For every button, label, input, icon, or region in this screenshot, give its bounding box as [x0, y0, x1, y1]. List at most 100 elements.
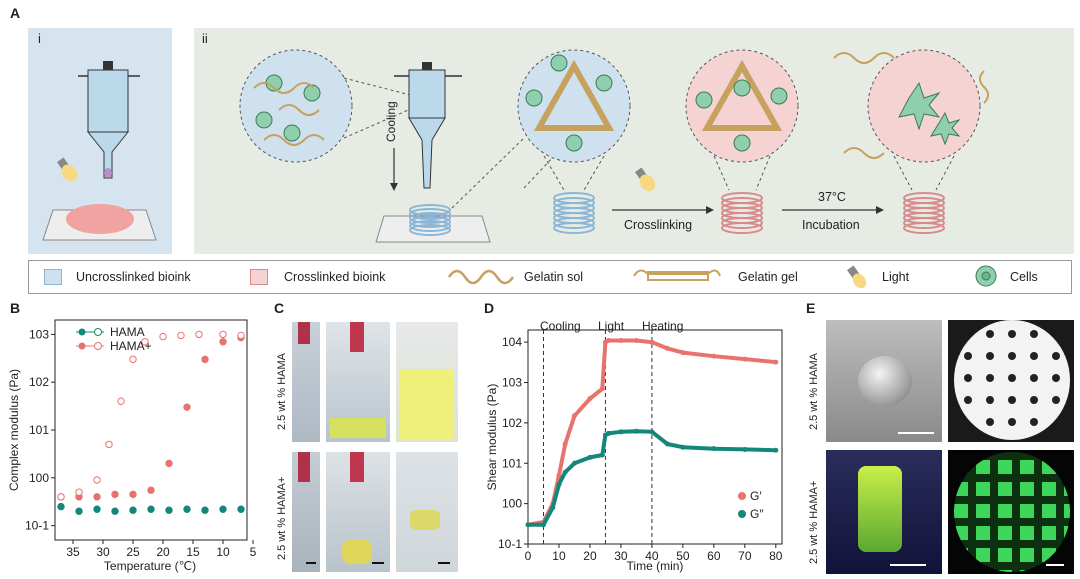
- photo-e1-droplet: [858, 356, 912, 406]
- data-point: [680, 444, 686, 450]
- data-point: [571, 460, 577, 466]
- scale-bar: [1046, 564, 1064, 566]
- photo-c3-liquid: [400, 370, 454, 440]
- grid-dot: [964, 374, 972, 382]
- x-tick-label: 25: [126, 545, 140, 559]
- data-point: [633, 337, 639, 343]
- data-point: [147, 486, 155, 494]
- y-tick-label: 10-1: [498, 537, 522, 551]
- panel-a-label: A: [10, 5, 21, 21]
- x-tick-label: 0: [525, 549, 532, 563]
- panel-d-ylabel: Shear modulus (Pa): [485, 384, 499, 491]
- legend-hama-plus-open-marker: [94, 342, 102, 350]
- grid-dot: [986, 418, 994, 426]
- y-tick-label: 100: [29, 471, 49, 485]
- data-point: [105, 440, 113, 449]
- panel-c-row1-label: 2.5 wt % HAMA: [276, 352, 288, 430]
- data-point: [165, 506, 173, 514]
- data-point: [93, 505, 101, 513]
- data-point: [540, 522, 546, 528]
- y-tick-label: 102: [502, 416, 522, 430]
- data-point: [57, 502, 65, 511]
- data-point: [237, 331, 245, 340]
- data-point: [117, 397, 125, 405]
- y-tick-label: 103: [502, 376, 522, 390]
- grid-dot: [1030, 418, 1038, 426]
- grid-dot: [1008, 330, 1016, 338]
- legend-uncrosslinked: Uncrosslinked bioink: [76, 270, 191, 284]
- temperature-label: 37°C: [818, 190, 846, 204]
- data-point: [711, 446, 717, 452]
- printing-illustration-i: [42, 61, 157, 241]
- incubation-label: Incubation: [802, 218, 860, 232]
- legend-crosslinked: Crosslinked bioink: [284, 270, 386, 284]
- data-point: [742, 356, 748, 362]
- data-point: [711, 353, 717, 359]
- legend-light: Light: [882, 270, 910, 284]
- data-point: [57, 493, 65, 501]
- scale-bar: [438, 562, 450, 564]
- data-point: [550, 505, 556, 511]
- grid-dot: [986, 396, 994, 404]
- data-point: [219, 330, 227, 339]
- data-point: [195, 330, 203, 339]
- cooling-label: Cooling: [384, 101, 398, 142]
- x-tick-label: 20: [583, 549, 597, 563]
- grid-dot: [1008, 352, 1016, 360]
- data-point: [606, 337, 612, 343]
- y-tick-label: 100: [502, 497, 522, 511]
- data-point: [75, 507, 83, 515]
- data-point: [599, 386, 605, 392]
- grid-dot: [1030, 352, 1038, 360]
- data-point: [649, 339, 655, 345]
- grid-dot: [964, 352, 972, 360]
- data-point: [159, 332, 167, 341]
- photo-c1-needle: [298, 322, 310, 344]
- y-tick-label: 101: [502, 456, 522, 470]
- x-tick-label: 30: [96, 545, 110, 559]
- photo-e3-construct: [858, 466, 902, 552]
- legend-gelatin-sol: Gelatin sol: [524, 270, 584, 284]
- crosslinking-label: Crosslinking: [624, 218, 693, 232]
- data-point: [129, 490, 137, 499]
- data-point: [201, 355, 209, 364]
- light-icon: [56, 157, 78, 182]
- data-point: [147, 505, 155, 513]
- panel-e-dot-pattern: [964, 330, 1060, 426]
- photo-c2-liquid: [330, 418, 386, 438]
- grid-dot: [986, 330, 994, 338]
- data-point: [93, 493, 101, 501]
- y-tick-label: 104: [502, 335, 522, 349]
- grid-dot: [1030, 396, 1038, 404]
- scale-bar: [898, 432, 934, 434]
- cell-icon: [975, 265, 997, 287]
- panel-d-xlabel: Time (min): [627, 559, 684, 573]
- panel-e-label: E: [806, 300, 816, 316]
- data-point: [141, 338, 149, 346]
- legend-hama-plus-filled-marker: [78, 342, 86, 350]
- x-tick-label: 60: [707, 549, 721, 563]
- data-point: [587, 396, 593, 402]
- data-point: [742, 446, 748, 452]
- phase-light: Light: [598, 319, 625, 333]
- data-point: [618, 337, 624, 343]
- data-point: [680, 350, 686, 356]
- data-point: [633, 428, 639, 434]
- y-tick-label: 10-1: [25, 519, 49, 533]
- x-tick-label: 35: [66, 545, 80, 559]
- grid-dot: [1030, 374, 1038, 382]
- photo-c6-liquid: [410, 510, 440, 530]
- gelatin-gel-icon: [633, 269, 721, 281]
- y-tick-label: 102: [29, 375, 49, 389]
- data-point: [562, 441, 568, 447]
- x-tick-label: 80: [769, 549, 783, 563]
- data-point: [201, 506, 209, 514]
- phase-heating: Heating: [642, 319, 683, 333]
- data-point: [649, 429, 655, 435]
- data-point: [129, 355, 137, 364]
- phase-cooling: Cooling: [540, 319, 581, 333]
- data-point: [183, 403, 191, 411]
- data-point: [219, 505, 227, 513]
- data-point: [664, 345, 670, 351]
